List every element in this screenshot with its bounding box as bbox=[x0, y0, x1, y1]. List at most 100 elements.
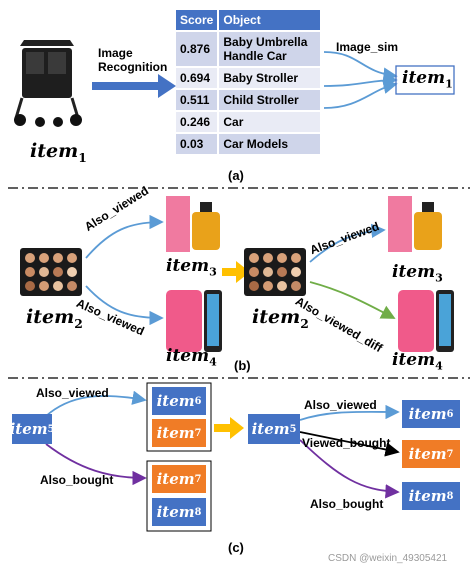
item3-left-sub: 3 bbox=[209, 265, 217, 279]
item8-right-text: item bbox=[408, 487, 447, 505]
item5-right-text: item bbox=[251, 420, 290, 438]
caption-b: (b) bbox=[234, 358, 251, 373]
perfume-image-right bbox=[388, 196, 442, 252]
transform-arrow-c bbox=[214, 417, 244, 439]
table-header-score: Score bbox=[176, 10, 220, 31]
item2-right-sub: 2 bbox=[300, 315, 309, 331]
item7-right-sub: 7 bbox=[446, 448, 454, 460]
item3-left-text: item bbox=[166, 256, 210, 276]
item4-left-sub: 4 bbox=[209, 355, 217, 369]
also-bought-arrow-c-left bbox=[45, 443, 147, 486]
image-sim-arrow-3 bbox=[323, 79, 398, 109]
item8-left-sub: 8 bbox=[194, 506, 202, 518]
item7-right-text: item bbox=[408, 445, 447, 463]
item6-right-text: item bbox=[408, 405, 447, 423]
image-sim-arrow-1 bbox=[323, 51, 398, 82]
stroller-image bbox=[14, 40, 82, 127]
item7-left-bottom-text: item bbox=[156, 470, 195, 488]
item1-right-sub: 1 bbox=[445, 77, 453, 91]
also-viewed-label-c-right: Also_viewed bbox=[304, 398, 377, 412]
item1-left-text: item bbox=[30, 140, 79, 162]
item6-right-sub: 6 bbox=[446, 408, 454, 420]
item4-right-sub: 4 bbox=[435, 359, 443, 373]
item4-right-label: item4 bbox=[392, 350, 443, 372]
phone-image-right bbox=[398, 290, 454, 352]
item3-right-text: item bbox=[392, 262, 436, 282]
table-cell-object: Child Stroller bbox=[218, 88, 322, 111]
item1-right-box bbox=[395, 65, 455, 95]
caption-a: (a) bbox=[228, 168, 244, 183]
also-bought-label-c-right: Also_bought bbox=[310, 497, 384, 511]
image-recognition-label: Image Recognition bbox=[98, 46, 167, 74]
image-recognition-label-line2: Recognition bbox=[98, 60, 168, 74]
image-recognition-label-line1: Image bbox=[98, 46, 133, 60]
item3-right-sub: 3 bbox=[435, 271, 443, 285]
item1-left-sub: 1 bbox=[78, 149, 87, 165]
also-viewed-arrow-c-left bbox=[45, 390, 147, 417]
item7-left-top-text: item bbox=[156, 424, 195, 442]
transform-arrow-b bbox=[222, 261, 250, 283]
table-row: 0.03 Car Models bbox=[176, 132, 322, 154]
group-box-bottom bbox=[146, 460, 212, 532]
item2-right-text: item bbox=[252, 306, 301, 328]
item6-left-text: item bbox=[156, 392, 195, 410]
also-viewed-arrow-top bbox=[85, 214, 164, 259]
phone-image-left bbox=[166, 290, 222, 352]
table-header-object: Object bbox=[218, 10, 322, 31]
table-cell-score: 0.246 bbox=[176, 110, 220, 133]
score-object-table: Score Object 0.876 Baby Umbrella Handle … bbox=[176, 10, 322, 154]
item2-left-label: item2 bbox=[26, 306, 83, 331]
item4-left-text: item bbox=[166, 346, 210, 366]
also-bought-label-c-left: Also_bought bbox=[40, 473, 114, 487]
table-row: 0.694 Baby Stroller bbox=[176, 66, 322, 89]
item4-right-text: item bbox=[392, 350, 436, 370]
image-sim-label: Image_sim bbox=[336, 40, 399, 54]
item2-right-label: item2 bbox=[252, 306, 309, 331]
item8-right-sub: 8 bbox=[446, 490, 454, 502]
table-row: 0.246 Car bbox=[176, 110, 322, 133]
item1-right-label: item1 bbox=[402, 68, 453, 90]
also-bought-arrow-c-right bbox=[299, 439, 400, 499]
table-cell-object: Car Models bbox=[218, 132, 322, 154]
item5-left-text: item bbox=[9, 420, 48, 438]
also-viewed-arrow-c-right bbox=[299, 404, 400, 421]
item2-left-text: item bbox=[26, 306, 75, 328]
item3-left-label: item3 bbox=[166, 256, 217, 278]
palette-image-right bbox=[244, 248, 306, 296]
also-viewed-label-c-left: Also_viewed bbox=[36, 386, 109, 400]
image-sim-arrow-2 bbox=[323, 72, 398, 88]
viewed-bought-label-c-right: Viewed_bought bbox=[302, 436, 391, 450]
item5-right-sub: 5 bbox=[289, 423, 297, 435]
item3-right-label: item3 bbox=[392, 262, 443, 284]
viewed-bought-arrow-c-right bbox=[299, 431, 400, 457]
perfume-image-left bbox=[166, 196, 220, 252]
palette-image-left bbox=[20, 248, 82, 296]
table-row: 0.511 Child Stroller bbox=[176, 88, 322, 111]
table-cell-object: Baby Stroller bbox=[218, 66, 322, 89]
item7-left-top-sub: 7 bbox=[194, 427, 202, 439]
also-viewed-arrow-right bbox=[309, 223, 386, 263]
table-cell-score: 0.694 bbox=[176, 66, 220, 89]
watermark: CSDN @weixin_49305421 bbox=[328, 553, 448, 564]
table-cell-score: 0.511 bbox=[176, 88, 220, 111]
item6-left-sub: 6 bbox=[194, 395, 202, 407]
group-box-top bbox=[146, 382, 212, 452]
caption-c: (c) bbox=[228, 540, 244, 555]
item1-right-text: item bbox=[402, 68, 446, 88]
table-cell-score: 0.03 bbox=[176, 132, 220, 154]
table-row: 0.876 Baby Umbrella Handle Car bbox=[176, 30, 322, 67]
also-viewed-arrow-bottom bbox=[85, 285, 164, 326]
item4-left-label: item4 bbox=[166, 346, 217, 368]
also-viewed-diff-arrow bbox=[309, 281, 396, 319]
image-recognition-arrow bbox=[92, 74, 176, 98]
table-cell-object: Baby Umbrella Handle Car bbox=[218, 30, 322, 67]
table-cell-object: Car bbox=[218, 110, 322, 133]
